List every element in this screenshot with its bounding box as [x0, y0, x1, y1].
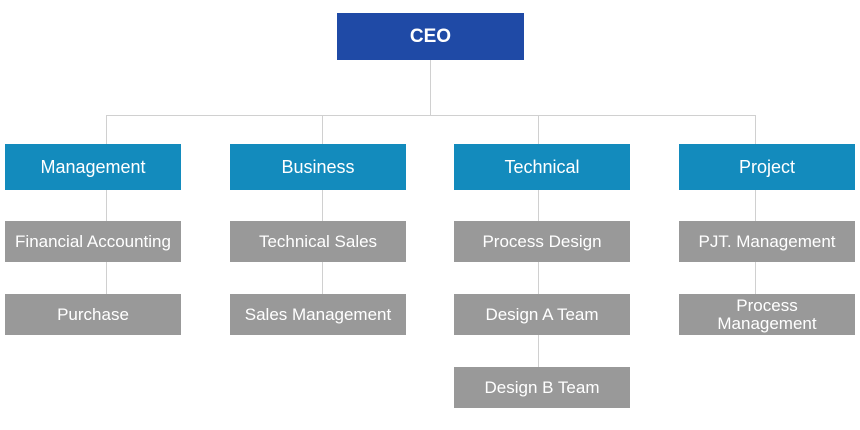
dept-business-box: Business	[230, 144, 406, 190]
team-pjt-management-label: PJT. Management	[698, 231, 836, 251]
dept-project-label: Project	[738, 157, 796, 177]
team-technical-sales-box: Technical Sales	[230, 221, 406, 262]
team-process-design-label: Process Design	[482, 231, 602, 251]
dept-technical-label: Technical	[504, 157, 580, 177]
team-sales-management-label: Sales Management	[244, 304, 392, 324]
team-financial-accounting-label: Financial Accounting	[15, 231, 171, 251]
team-design-a-box: Design A Team	[454, 294, 630, 335]
team-process-management-label: Process Management	[717, 295, 817, 333]
dept-technical-box: Technical	[454, 144, 630, 190]
team-design-a-label: Design A Team	[485, 304, 599, 324]
team-process-design-box: Process Design	[454, 221, 630, 262]
team-sales-management-box: Sales Management	[230, 294, 406, 335]
team-financial-accounting-box: Financial Accounting	[5, 221, 181, 262]
dept-project-box: Project	[679, 144, 855, 190]
team-design-b-box: Design B Team	[454, 367, 630, 408]
ceo-box: CEO	[337, 13, 524, 60]
team-process-management-box: Process Management	[679, 294, 855, 335]
team-technical-sales-label: Technical Sales	[258, 231, 378, 251]
dept-management-label: Management	[40, 157, 146, 177]
dept-business-label: Business	[281, 157, 355, 177]
ceo-label: CEO	[409, 25, 452, 47]
connector-group	[106, 60, 756, 367]
team-purchase-box: Purchase	[5, 294, 181, 335]
team-purchase-label: Purchase	[57, 304, 129, 324]
team-design-b-label: Design B Team	[484, 377, 600, 397]
team-pjt-management-box: PJT. Management	[679, 221, 855, 262]
dept-management-box: Management	[5, 144, 181, 190]
